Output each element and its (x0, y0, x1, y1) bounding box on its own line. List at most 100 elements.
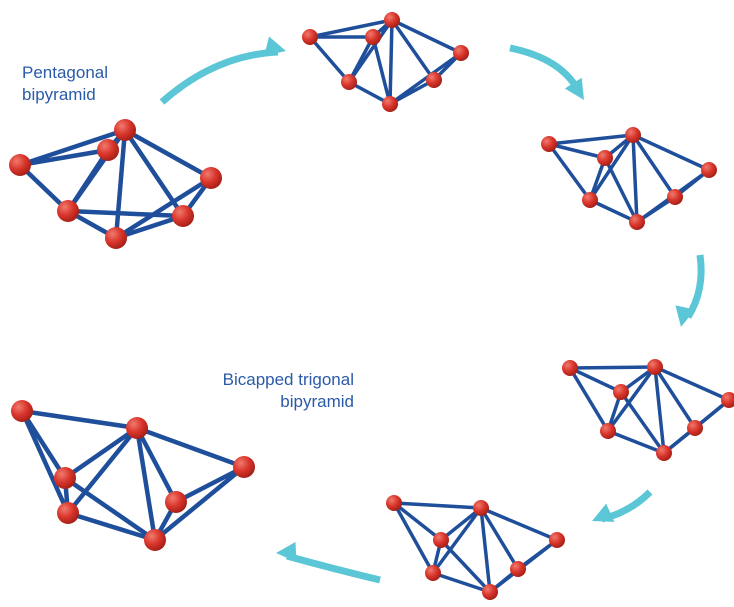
atom (172, 205, 194, 227)
atom (144, 529, 166, 551)
bond (62, 425, 140, 481)
bond (65, 147, 111, 214)
cluster-stage-4 (562, 359, 734, 461)
bond (371, 35, 392, 106)
bond (547, 133, 635, 146)
bond (390, 18, 436, 82)
bond (17, 147, 111, 168)
bicapped-label-line1: Bicapped trigonal (222, 370, 354, 389)
bond (479, 506, 520, 571)
atom (647, 359, 663, 375)
atom (57, 200, 79, 222)
atom (233, 456, 255, 478)
arrow-2 (509, 44, 584, 100)
arrows-layer (159, 36, 705, 584)
atom (97, 139, 119, 161)
bond (619, 390, 666, 455)
bond (308, 18, 394, 39)
atom (302, 29, 318, 45)
bond (439, 506, 483, 542)
atom (9, 154, 31, 176)
bicapped-label-line2: bipyramid (280, 392, 354, 411)
bond (603, 156, 639, 224)
bond (588, 198, 639, 224)
cluster-stage-5 (386, 495, 565, 600)
atom (721, 392, 734, 408)
bond (568, 366, 623, 394)
atom (541, 136, 557, 152)
atom (510, 561, 526, 577)
atom (57, 502, 79, 524)
atom (105, 227, 127, 249)
arrow-3-shaft (684, 254, 705, 319)
atom (426, 72, 442, 88)
atom (562, 360, 578, 376)
atom (667, 189, 683, 205)
bond (390, 18, 463, 55)
bond (134, 425, 179, 505)
bond (547, 142, 607, 160)
atom (549, 532, 565, 548)
atom (582, 192, 598, 208)
bond (113, 175, 214, 241)
atom (613, 384, 629, 400)
bond (606, 365, 657, 433)
bond (19, 408, 71, 516)
atom (200, 167, 222, 189)
atom (600, 423, 616, 439)
bond (65, 425, 140, 516)
arrow-5-head (276, 542, 297, 563)
atom (597, 150, 613, 166)
atom (425, 565, 441, 581)
atom (687, 420, 703, 436)
pentagonal-bipyramid-label: Pentagonal bipyramid (22, 62, 108, 106)
bond (392, 501, 443, 542)
bond (62, 475, 158, 543)
atom (382, 96, 398, 112)
arrow-4 (592, 489, 653, 523)
cluster-stage-3 (541, 127, 717, 230)
atom (11, 400, 33, 422)
arrow-1-shaft (159, 48, 279, 105)
atom (384, 12, 400, 28)
bond (392, 501, 483, 510)
atom (126, 417, 148, 439)
bond (173, 464, 247, 505)
bond (65, 510, 158, 543)
atom (701, 162, 717, 178)
arrow-5-shaft (286, 552, 381, 584)
bond (134, 425, 158, 543)
bond (568, 365, 657, 370)
arrow-5 (276, 542, 381, 584)
atom (365, 29, 381, 45)
bicapped-trigonal-bipyramid-label: Bicapped trigonal bipyramid (168, 369, 354, 413)
cluster-bicapped-trigonal-bipyramid (11, 400, 255, 551)
atom (453, 45, 469, 61)
bond (431, 506, 483, 575)
atom (341, 74, 357, 90)
bond (113, 213, 186, 241)
arrow-1 (159, 36, 286, 105)
bond (134, 425, 247, 470)
bond (17, 127, 128, 168)
bond (631, 133, 711, 172)
atom (54, 467, 76, 489)
bond (308, 35, 351, 84)
bond (653, 365, 666, 455)
atom (473, 500, 489, 516)
arrow-3 (675, 254, 705, 327)
bond (347, 35, 375, 84)
atom (165, 491, 187, 513)
bond (122, 127, 214, 181)
arrow-2-head (564, 77, 584, 100)
bond (392, 501, 435, 575)
cluster-stage-2 (302, 12, 469, 112)
bond (568, 366, 610, 433)
atom (386, 495, 402, 511)
bond (19, 408, 140, 431)
atom (629, 214, 645, 230)
bond (65, 208, 186, 219)
bond (606, 429, 666, 455)
